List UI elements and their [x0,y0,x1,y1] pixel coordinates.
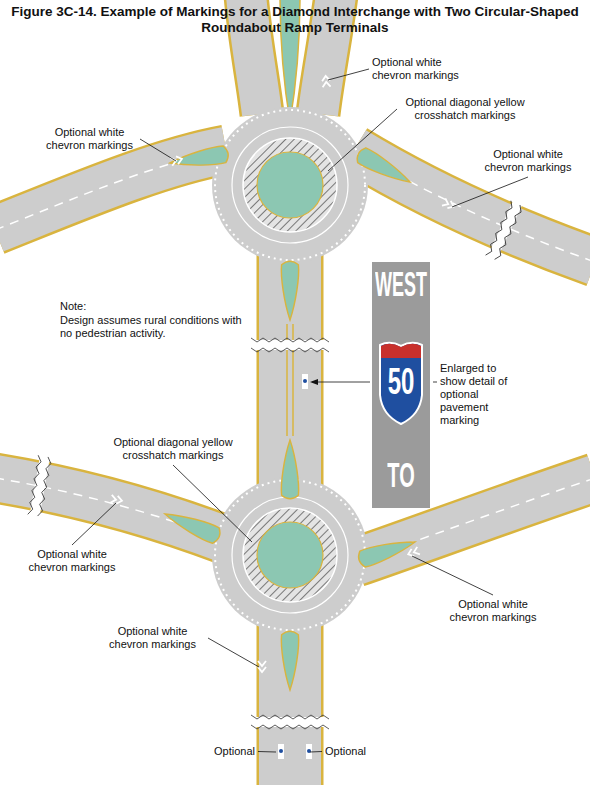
callout-label: Optional white chevron markings [372,56,467,82]
chevron-marking [258,667,266,672]
roundabout [257,522,323,588]
roundabout [212,107,368,263]
route-shield [380,343,422,424]
callout-label: Optional white chevron markings [42,126,137,152]
pavement-marking [303,379,307,383]
roundabout [215,110,365,260]
road-pavement [257,240,324,500]
chevron-marking [176,155,183,164]
break-symbol [251,338,329,342]
break-symbol [251,348,329,352]
leader-line [433,382,437,383]
splitter-island [281,440,298,499]
break-symbol [487,200,522,260]
callout-label: Optional diagonal yellow crosshatch mark… [108,436,238,462]
chevron-marking [407,547,420,558]
splitter-island [281,631,298,690]
route-shield [380,343,422,424]
route-shield [381,344,421,358]
chevron-marking [258,661,266,672]
leader-line [328,109,397,171]
leader-line [328,69,369,80]
chevron-marking [258,661,266,666]
leader-line [258,751,276,753]
roundabout [257,152,323,218]
leader-line [310,751,322,753]
break-symbol [251,338,329,352]
roundabout [232,127,348,243]
marking-panel [372,262,430,508]
chevron-marking [442,198,455,210]
splitter-island [354,146,414,190]
pavement-marking [307,749,311,753]
roundabout [243,138,337,232]
splitter-island [162,506,223,545]
roundabout [232,497,348,613]
callout-label: Optional white chevron markings [22,548,122,574]
chevron-marking [116,496,122,505]
chevron-marking [322,76,330,82]
chevron-marking [170,155,183,166]
marking-word: TO [372,455,430,495]
callout-label: Optional white chevron markings [478,148,578,174]
break-symbol [486,199,525,261]
chevron-marking [322,82,330,88]
arrow-head [310,379,318,385]
pavement-marking [278,744,284,759]
chevron-marking [110,495,116,504]
chevron-marking [322,76,331,88]
roundabout [212,477,368,633]
chevron-marking [110,76,455,672]
splitter-island [356,534,417,569]
callout-label: Optional diagonal yellow crosshatch mark… [400,96,530,122]
break-symbol [495,205,524,261]
callout-label: Optional [325,745,380,758]
chevron-marking [413,547,420,556]
leader-line [412,556,493,595]
break-symbol [251,725,329,729]
note-text: Design assumes rural conditions with no … [60,314,250,340]
callout-label: Optional white chevron markings [438,598,548,624]
pavement-marking [302,374,308,389]
chevron-marking [170,157,177,166]
route-number: 50 [379,362,423,401]
leader-line [208,638,259,667]
chevron-marking [442,198,450,207]
break-symbol [251,715,329,729]
roundabout [212,477,368,633]
roundabout [212,107,368,263]
pavement-marking [279,749,283,753]
callout-label: Optional white chevron markings [100,625,205,651]
figure-title: Figure 3C-14. Example of Markings for a … [8,4,582,36]
break-symbol [28,455,42,515]
leader-line [140,139,176,161]
note-heading: Note: [60,300,250,313]
splitter-island [169,145,230,171]
break-symbol [38,457,52,517]
road-pavement [259,240,321,500]
callout-label: Optional [200,745,255,758]
leader-line [452,177,528,207]
break-symbol [28,453,53,516]
leader-line [72,503,116,545]
chevron-marking [110,495,122,505]
roundabout [243,508,337,602]
pavement-marking [278,374,312,759]
roundabout [215,480,365,630]
break-symbol [251,715,329,719]
pavement-marking [306,744,312,759]
chevron-marking [447,201,455,210]
leader-arrow [312,382,370,383]
splitter-island [281,261,298,320]
leader-line [173,465,252,542]
chevron-marking [407,549,414,558]
callout-label: Enlarged to show detail of optional pave… [440,362,520,427]
marking-word: WEST [372,266,430,304]
